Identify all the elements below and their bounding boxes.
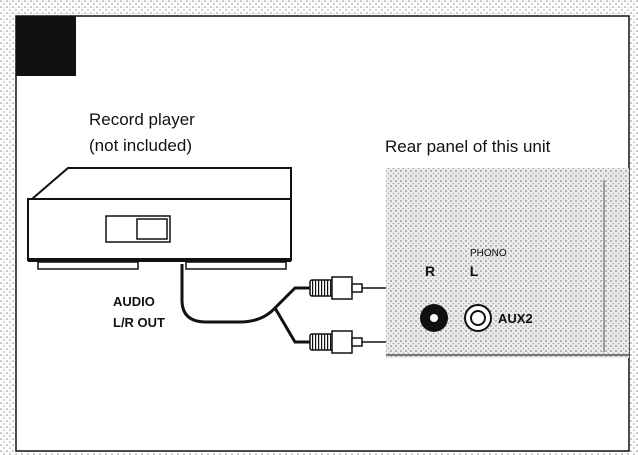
rca-plug-left: [309, 330, 479, 354]
audio-cable: [180, 264, 310, 324]
record-player-foot-left: [37, 261, 139, 270]
record-player-foot-right: [185, 261, 287, 270]
audio-cable-split: [273, 307, 310, 344]
left-channel-label: L: [470, 263, 479, 279]
record-player-top: [29, 167, 292, 200]
section-letter: D: [28, 21, 64, 77]
audio-label: AUDIO: [113, 294, 155, 309]
record-player-device: [27, 167, 292, 270]
rear-panel-label: Rear panel of this unit: [385, 137, 551, 156]
rear-panel: PHONO R L AUX2: [386, 168, 629, 358]
section-letter-box: [16, 16, 76, 76]
aux2-label: AUX2: [498, 311, 533, 326]
record-player-label: Record player: [89, 110, 195, 129]
right-input-jack: [420, 304, 448, 332]
rear-panel-surface: [386, 168, 629, 358]
phono-label: PHONO: [470, 248, 507, 259]
record-player-note: (not included): [89, 136, 192, 155]
record-player-base-strip: [28, 258, 291, 262]
right-channel-label: R: [425, 263, 435, 279]
left-input-jack: [464, 304, 492, 332]
lr-out-label: L/R OUT: [113, 315, 165, 330]
record-player-button: [136, 218, 168, 240]
